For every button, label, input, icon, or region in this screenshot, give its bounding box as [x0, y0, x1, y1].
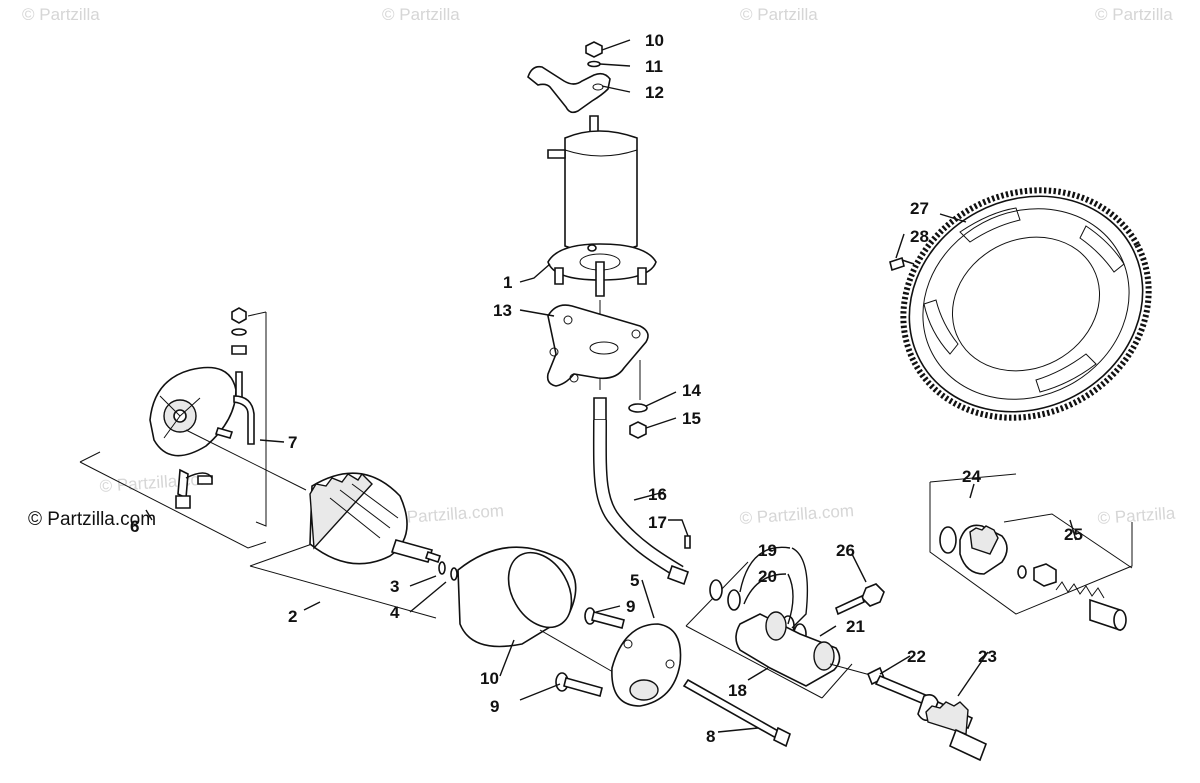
callout-6: 6: [130, 517, 139, 536]
callout-25: 24: [962, 467, 981, 486]
callout-27: 26: [836, 541, 855, 560]
callout-3: 3: [390, 577, 399, 596]
callout-11: 10: [645, 31, 664, 50]
callout-17: 16: [648, 485, 667, 504]
front-cover-part: [555, 607, 791, 748]
callout-1: 1: [503, 273, 512, 292]
ring-gear-part: [889, 187, 1152, 421]
motor-yoke-part: [457, 546, 621, 677]
clutch-assembly-part: [929, 473, 1133, 632]
armature-part: [185, 429, 458, 619]
watermark: © Partzilla: [740, 5, 818, 24]
end-cover-assembly-part: [79, 307, 267, 549]
callout-5: 5: [630, 571, 639, 590]
callout-26: 25: [1064, 525, 1083, 544]
watermark: © Partzilla: [382, 5, 460, 24]
callout-16: 15: [682, 409, 701, 428]
callout-21: 20: [758, 567, 777, 586]
watermark: © Partzilla.com: [739, 501, 855, 528]
callout-18: 17: [648, 513, 667, 532]
callout-15: 14: [682, 381, 701, 400]
callout-20: 19: [758, 541, 777, 560]
callout-29: 28: [910, 227, 929, 246]
mounting-plate-part: [546, 304, 649, 387]
callout-19: 18: [728, 681, 747, 700]
callout-28: 27: [910, 199, 929, 218]
callout-2: 2: [288, 607, 297, 626]
pinion-housing-part: [685, 561, 885, 699]
callout-12: 11: [645, 57, 663, 76]
watermark: © Partzilla: [1095, 5, 1173, 24]
washer-nut-part: [628, 360, 648, 439]
callout-9-upper: 9: [626, 597, 635, 616]
callout-4: 4: [390, 603, 400, 622]
starter-motor-part: [527, 41, 657, 390]
callout-10: 10: [480, 669, 499, 688]
callout-labels: 10 11 12 1 13 14 15 16 17 19 20 26 21 22…: [130, 31, 1083, 746]
callout-7: 7: [288, 433, 297, 452]
callout-9-lower: 9: [490, 697, 499, 716]
callout-23: 22: [907, 647, 926, 666]
starter-cable-part: [592, 397, 691, 586]
callout-24: 23: [978, 647, 997, 666]
callout-8: 8: [706, 727, 715, 746]
copyright-notice: © Partzilla.com: [28, 509, 156, 530]
callout-13: 12: [645, 83, 664, 102]
leader-lines: [145, 39, 1077, 733]
callout-14: 13: [493, 301, 512, 320]
watermark: © Partzilla: [22, 5, 100, 24]
pinion-shaft-part: [829, 663, 988, 762]
callout-22: 21: [846, 617, 865, 636]
watermark: © Partzilla: [1097, 504, 1176, 528]
